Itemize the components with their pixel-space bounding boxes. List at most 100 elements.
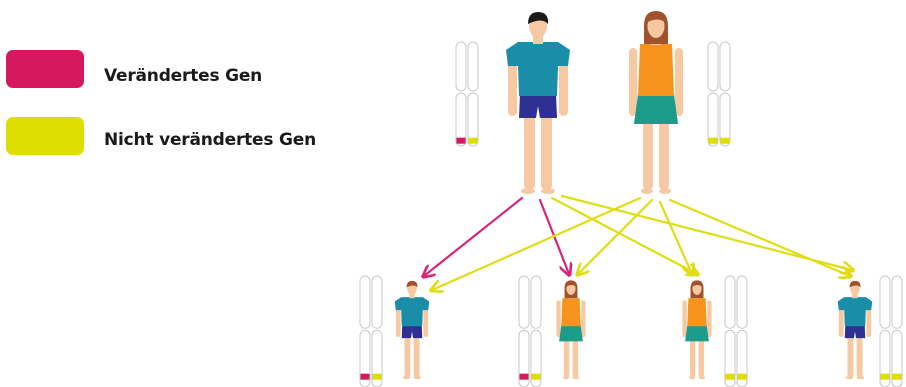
chromosome-arm-lower — [719, 92, 731, 147]
chromosome-arm-upper — [455, 41, 467, 92]
foot — [856, 375, 865, 380]
shirt — [506, 42, 570, 96]
chromosome-pair-mother — [707, 41, 731, 147]
normal-gene-arrow — [578, 198, 654, 274]
foot — [688, 375, 696, 380]
chromosome-arm-upper — [891, 275, 903, 329]
chromosome-arm-lower — [371, 329, 383, 387]
chromosome-arm-lower — [530, 329, 542, 387]
normal-gene-arrow — [668, 198, 850, 276]
arm — [395, 301, 401, 338]
shorts — [844, 325, 866, 339]
inheritance-arrows — [424, 194, 852, 290]
normal-gene-band — [737, 373, 747, 380]
legend-label-normal: Nicht verändertes Gen — [104, 130, 317, 150]
child-3-daughter-figure-icon — [682, 280, 712, 380]
skirt — [559, 325, 583, 342]
chromosome-arm-upper — [707, 41, 719, 92]
hair-fringe — [646, 12, 666, 23]
top — [638, 44, 674, 96]
child-4-son-figure-icon — [837, 280, 873, 380]
arm — [423, 301, 429, 338]
arm — [838, 301, 844, 338]
skirt — [634, 94, 678, 124]
leg — [659, 110, 669, 190]
normal-gene-band — [880, 373, 890, 380]
leg — [563, 333, 570, 378]
foot — [698, 375, 706, 380]
shorts — [519, 94, 557, 118]
skirt — [685, 325, 709, 342]
normal-gene-band — [892, 373, 902, 380]
altered-gene-band — [456, 137, 466, 144]
chromosome-arm-lower — [455, 92, 467, 147]
leg — [413, 334, 420, 378]
normal-gene-arrow — [550, 196, 697, 274]
normal-gene-band — [531, 373, 541, 380]
chromosome-arm-upper — [467, 41, 479, 92]
chromosome-arm-lower — [724, 329, 736, 387]
leg — [643, 110, 653, 190]
chromosome-arm-lower — [518, 329, 530, 387]
foot — [413, 375, 422, 380]
leg — [572, 333, 579, 378]
leg — [541, 112, 552, 190]
chromosome-pair-father — [455, 41, 479, 147]
leg — [404, 334, 411, 378]
foot — [541, 188, 555, 194]
hair-fringe — [565, 281, 577, 287]
hair — [849, 280, 861, 288]
neck — [852, 292, 858, 299]
shirt — [837, 297, 873, 327]
normal-gene-band — [720, 137, 730, 144]
foot — [659, 188, 671, 194]
chromosome-arm-lower — [707, 92, 719, 147]
chromosome-arm-lower — [891, 329, 903, 387]
foot — [572, 375, 580, 380]
arm — [559, 50, 568, 116]
normal-gene-arrow — [658, 200, 692, 274]
legend-swatch-normal — [6, 117, 84, 155]
foot — [845, 375, 854, 380]
leg — [698, 333, 705, 378]
leg — [689, 333, 696, 378]
chromosome-arm-upper — [724, 275, 736, 329]
chromosome-arm-lower — [467, 92, 479, 147]
leg — [856, 334, 863, 378]
altered-gene-band — [360, 373, 370, 380]
leg — [524, 112, 535, 190]
foot — [521, 188, 535, 194]
foot — [641, 188, 653, 194]
chromosome-arm-lower — [736, 329, 748, 387]
chromosome-arm-upper — [371, 275, 383, 329]
chromosome-arm-upper — [736, 275, 748, 329]
chromosome-arm-lower — [879, 329, 891, 387]
chromosome-arm-lower — [359, 329, 371, 387]
arm — [508, 50, 517, 116]
arm — [675, 48, 683, 116]
arm — [866, 301, 872, 338]
chromosome-arm-upper — [359, 275, 371, 329]
shorts — [401, 325, 423, 339]
altered-gene-arrow — [424, 196, 524, 276]
arm — [581, 300, 586, 338]
legend-label-altered: Verändertes Gen — [104, 66, 263, 86]
arm — [682, 300, 687, 338]
child-2-daughter-figure-icon — [556, 280, 586, 380]
altered-gene-band — [519, 373, 529, 380]
legend-swatch-altered — [6, 50, 84, 88]
chromosome-arm-upper — [518, 275, 530, 329]
top — [561, 298, 581, 327]
chromosome-arm-upper — [719, 41, 731, 92]
chromosome-arm-upper — [879, 275, 891, 329]
normal-gene-arrow — [432, 196, 642, 290]
neck — [533, 34, 543, 44]
mother-figure-icon — [629, 11, 683, 194]
neck — [409, 292, 415, 299]
normal-gene-band — [708, 137, 718, 144]
leg — [847, 334, 854, 378]
hair — [406, 280, 418, 288]
foot — [562, 375, 570, 380]
